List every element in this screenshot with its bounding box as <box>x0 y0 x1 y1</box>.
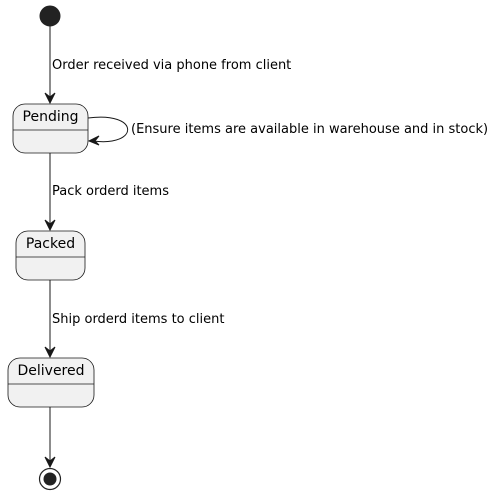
state-delivered-box <box>7 357 95 408</box>
arrowhead-pending-self-loop <box>87 135 100 146</box>
end-node-core <box>43 472 57 486</box>
state-packed: Packed <box>15 230 86 281</box>
arrowhead-start-to-pending <box>44 92 56 105</box>
edge-pending-self-loop <box>87 116 129 143</box>
end-node-ring <box>38 467 62 491</box>
arrowhead-delivered-to-end <box>44 456 56 469</box>
edge-label-start-to-pending: Order received via phone from client <box>52 58 291 73</box>
state-delivered-name: Delivered <box>17 363 84 379</box>
state-pending-name: Pending <box>23 109 79 125</box>
edge-label-packed-to-delivered: Ship orderd items to client <box>52 312 224 327</box>
edge-label-pending-self-loop: (Ensure items are available in warehouse… <box>131 122 488 137</box>
state-pending: Pending <box>12 103 89 154</box>
arrowhead-packed-to-delivered <box>44 346 56 359</box>
arrowhead-pending-to-packed <box>44 219 56 232</box>
start-node <box>39 5 61 27</box>
end-node <box>38 467 62 491</box>
state-delivered: Delivered <box>7 357 95 408</box>
state-packed-name: Packed <box>26 236 75 252</box>
edge-label-pending-to-packed: Pack orderd items <box>52 184 169 199</box>
